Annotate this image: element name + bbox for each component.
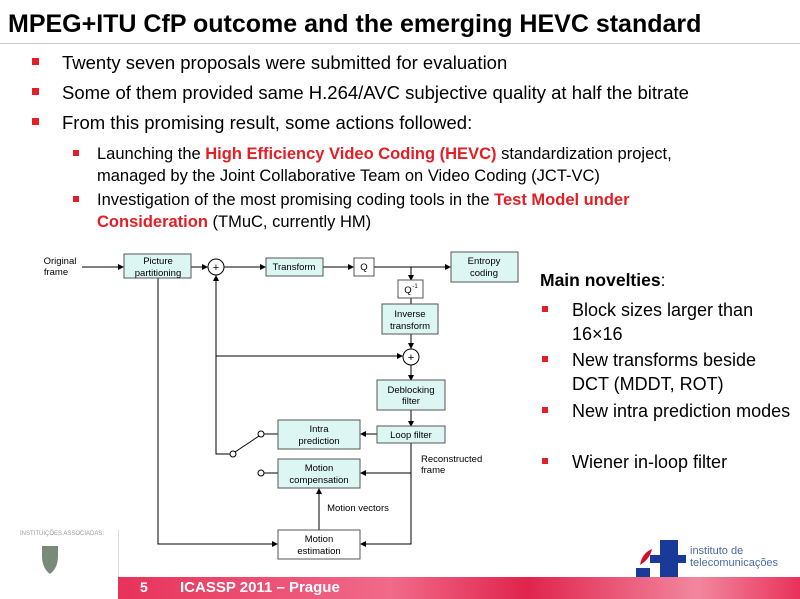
bullet: Twenty seven proposals were submitted fo…	[31, 52, 508, 73]
novelties-title: Main novelties:	[540, 270, 666, 290]
sub-bullet: Launching the High Efficiency Video Codi…	[73, 143, 737, 187]
svg-text:+: +	[213, 262, 219, 274]
svg-text:frame: frame	[421, 465, 445, 476]
bullet: Some of them provided same H.264/AVC sub…	[32, 82, 689, 103]
svg-text:Picture: Picture	[143, 256, 173, 267]
inverse-quantizer-box	[397, 279, 424, 299]
bullet: From this promising result, some actions…	[31, 112, 473, 133]
intra-prediction-box	[277, 419, 361, 450]
quantizer-box	[353, 257, 375, 277]
conference-label: ICASSP 2011 – Prague	[180, 579, 340, 596]
svg-text:Loop filter: Loop filter	[390, 430, 432, 441]
switch-contact-icon	[257, 430, 265, 438]
svg-text:Motion: Motion	[305, 534, 334, 545]
svg-text:+: +	[408, 352, 414, 364]
svg-text:Intra: Intra	[309, 424, 329, 435]
svg-text:-1: -1	[412, 284, 418, 290]
svg-text:frame: frame	[44, 267, 68, 278]
svg-text:Inverse: Inverse	[394, 309, 425, 320]
svg-text:transform: transform	[390, 321, 430, 332]
svg-text:Q: Q	[360, 262, 367, 273]
svg-text:filter: filter	[402, 396, 420, 407]
switch-pivot-icon	[229, 450, 237, 458]
novelty-item: New intra prediction modes	[542, 401, 791, 421]
page-number: 5	[140, 579, 148, 595]
svg-text:Reconstructed: Reconstructed	[421, 454, 482, 465]
svg-text:compensation: compensation	[289, 475, 348, 486]
svg-text:Q: Q	[404, 285, 411, 296]
novelty-item: Wiener in-loop filter	[542, 450, 792, 474]
svg-text:Original: Original	[44, 256, 77, 267]
svg-text:estimation: estimation	[297, 546, 340, 557]
svg-text:Motion: Motion	[305, 463, 334, 474]
svg-text:partitioning: partitioning	[135, 268, 181, 279]
ist-logo	[42, 546, 58, 574]
novelty-item: Block sizes larger than 16×16	[542, 298, 792, 346]
svg-text:Transform: Transform	[273, 262, 316, 273]
deblocking-filter-box	[376, 379, 446, 411]
sub-bullet: Investigation of the most promising codi…	[73, 189, 717, 233]
svg-text:prediction: prediction	[298, 436, 339, 447]
footer-separator	[118, 530, 119, 578]
novelty-item: New transforms beside DCT (MDDT, ROT)	[542, 348, 792, 396]
loop-filter-box	[376, 425, 446, 444]
adder-icon	[207, 258, 225, 276]
motion-estimation-box	[277, 529, 361, 560]
title-rule	[0, 43, 800, 44]
footer-band	[118, 577, 800, 599]
svg-text:Deblocking: Deblocking	[388, 385, 435, 396]
motion-compensation-box	[277, 458, 361, 489]
picture-partitioning-box	[123, 253, 192, 279]
institutions-label: INSTITUIÇÕES ASSOCIADAS:	[20, 531, 105, 537]
transform-box	[265, 257, 324, 277]
svg-text:Motion vectors: Motion vectors	[327, 503, 389, 514]
adder-icon	[402, 348, 420, 366]
svg-text:coding: coding	[470, 268, 498, 279]
switch-contact-icon	[257, 469, 265, 477]
entropy-coding-box	[450, 251, 519, 283]
inverse-transform-box	[381, 303, 439, 335]
svg-text:Entropy: Entropy	[468, 256, 501, 267]
slide-title: MPEG+ITU CfP outcome and the emerging HE…	[8, 10, 702, 38]
